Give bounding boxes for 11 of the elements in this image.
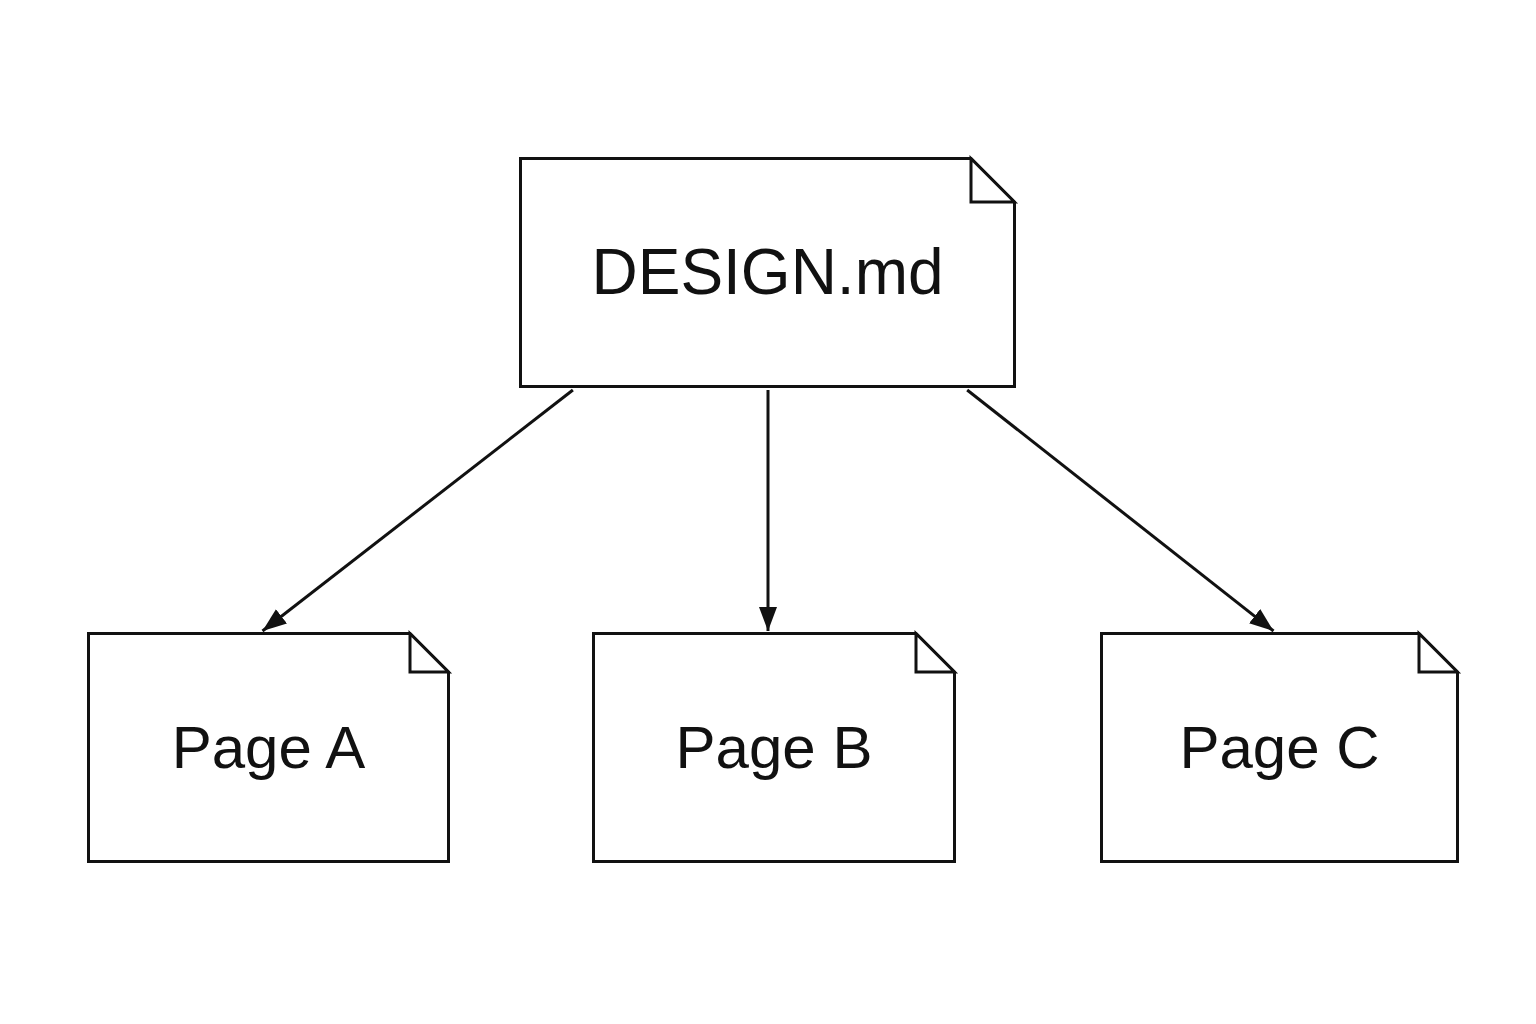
document-box	[519, 157, 1016, 388]
document-box	[1100, 632, 1459, 863]
node-label: Page C	[1179, 713, 1380, 782]
node-label: Page A	[171, 713, 366, 782]
arrow	[966, 388, 1275, 633]
arrow	[759, 390, 777, 631]
document-box	[87, 632, 450, 863]
node-label: Page B	[675, 713, 873, 782]
node-label: DESIGN.md	[591, 235, 944, 310]
arrow	[261, 388, 574, 633]
document-box	[592, 632, 956, 863]
